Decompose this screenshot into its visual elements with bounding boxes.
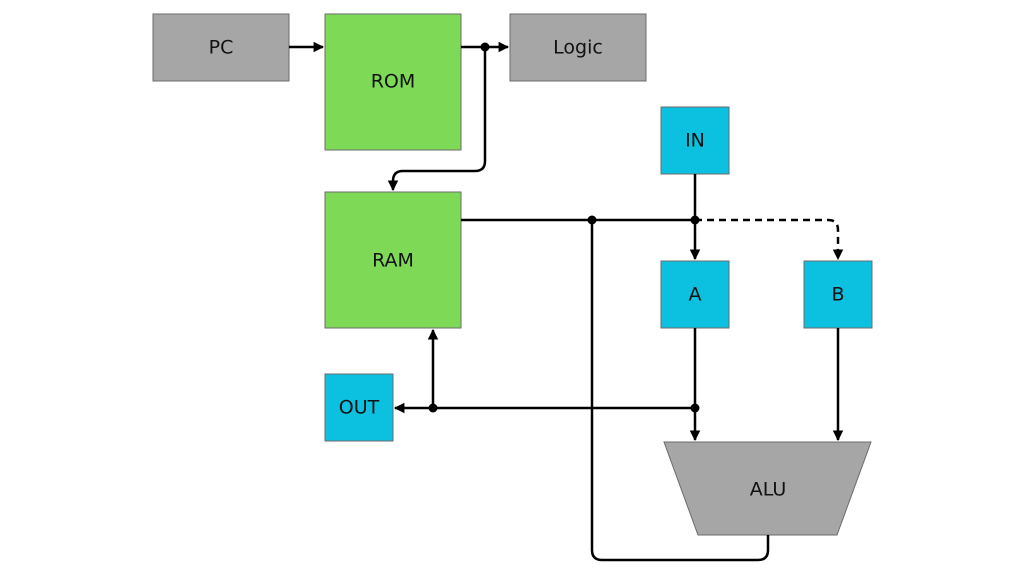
pc-label: PC (209, 37, 234, 59)
b-register-block: B (803, 260, 873, 329)
in-block: IN (660, 106, 730, 175)
in-label: IN (685, 130, 705, 152)
ram-block: RAM (324, 191, 462, 329)
junction-in-bus (690, 215, 700, 225)
a-register-label: A (689, 284, 702, 306)
logic-box (509, 13, 647, 82)
a-register-block: A (660, 260, 730, 329)
ram-box (324, 191, 462, 329)
ram-label: RAM (372, 250, 414, 272)
alu-label: ALU (750, 479, 787, 501)
wire-rom-to-ram (387, 47, 487, 192)
logic-block: Logic (509, 13, 647, 82)
rom-label: ROM (371, 71, 416, 93)
out-label: OUT (339, 397, 380, 419)
alu-block: ALU (663, 441, 872, 536)
b-register-label: B (831, 284, 844, 306)
out-box (324, 373, 394, 442)
pc-block: PC (152, 13, 290, 82)
junction-out-ram (428, 403, 438, 413)
rom-block: ROM (324, 13, 462, 151)
pc-box (152, 13, 290, 82)
wire-alu-feedback (590, 220, 770, 562)
junction-a-output (690, 403, 700, 413)
a-register-box (660, 260, 730, 329)
logic-label: Logic (553, 37, 603, 59)
out-block: OUT (324, 373, 394, 442)
wire-bus-to-b-dashed (695, 218, 844, 261)
alu-trapezoid (663, 441, 872, 536)
junction-feedback-bus (587, 215, 597, 225)
junction-rom-output (480, 42, 490, 52)
rom-box (324, 13, 462, 151)
